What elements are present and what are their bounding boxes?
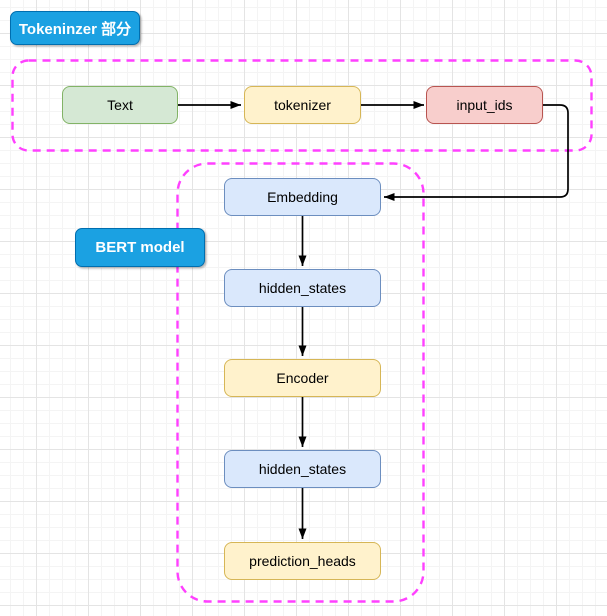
node-input-ids[interactable]: input_ids [426,86,543,124]
node-input-ids-label: input_ids [456,97,513,113]
section-label-tokenizer[interactable]: Tokeninzer 部分 [10,11,140,45]
node-hidden-states-1[interactable]: hidden_states [224,269,381,307]
node-prediction-heads-label: prediction_heads [249,553,356,569]
section-label-bert-model-text: BERT model [95,239,185,256]
node-prediction-heads[interactable]: prediction_heads [224,542,381,580]
node-embedding-label: Embedding [267,189,338,205]
node-encoder[interactable]: Encoder [224,359,381,397]
node-hidden-states-1-label: hidden_states [258,280,347,296]
node-embedding[interactable]: Embedding [224,178,381,216]
section-label-tokenizer-text: Tokeninzer 部分 [18,20,132,38]
node-text[interactable]: Text [62,86,178,124]
node-text-label: Text [107,97,133,113]
node-encoder-label: Encoder [276,370,329,386]
arrow-input-ids-to-embedding[interactable] [384,104,569,201]
node-tokenizer[interactable]: tokenizer [244,86,361,124]
node-hidden-states-2-label: hidden_states [258,461,347,477]
node-hidden-states-2[interactable]: hidden_states [224,450,381,488]
section-label-bert-model[interactable]: BERT model [75,228,205,267]
bert-group-frame[interactable] [176,162,425,603]
tokenizer-group-frame[interactable] [11,59,593,152]
node-tokenizer-label: tokenizer [274,97,331,113]
